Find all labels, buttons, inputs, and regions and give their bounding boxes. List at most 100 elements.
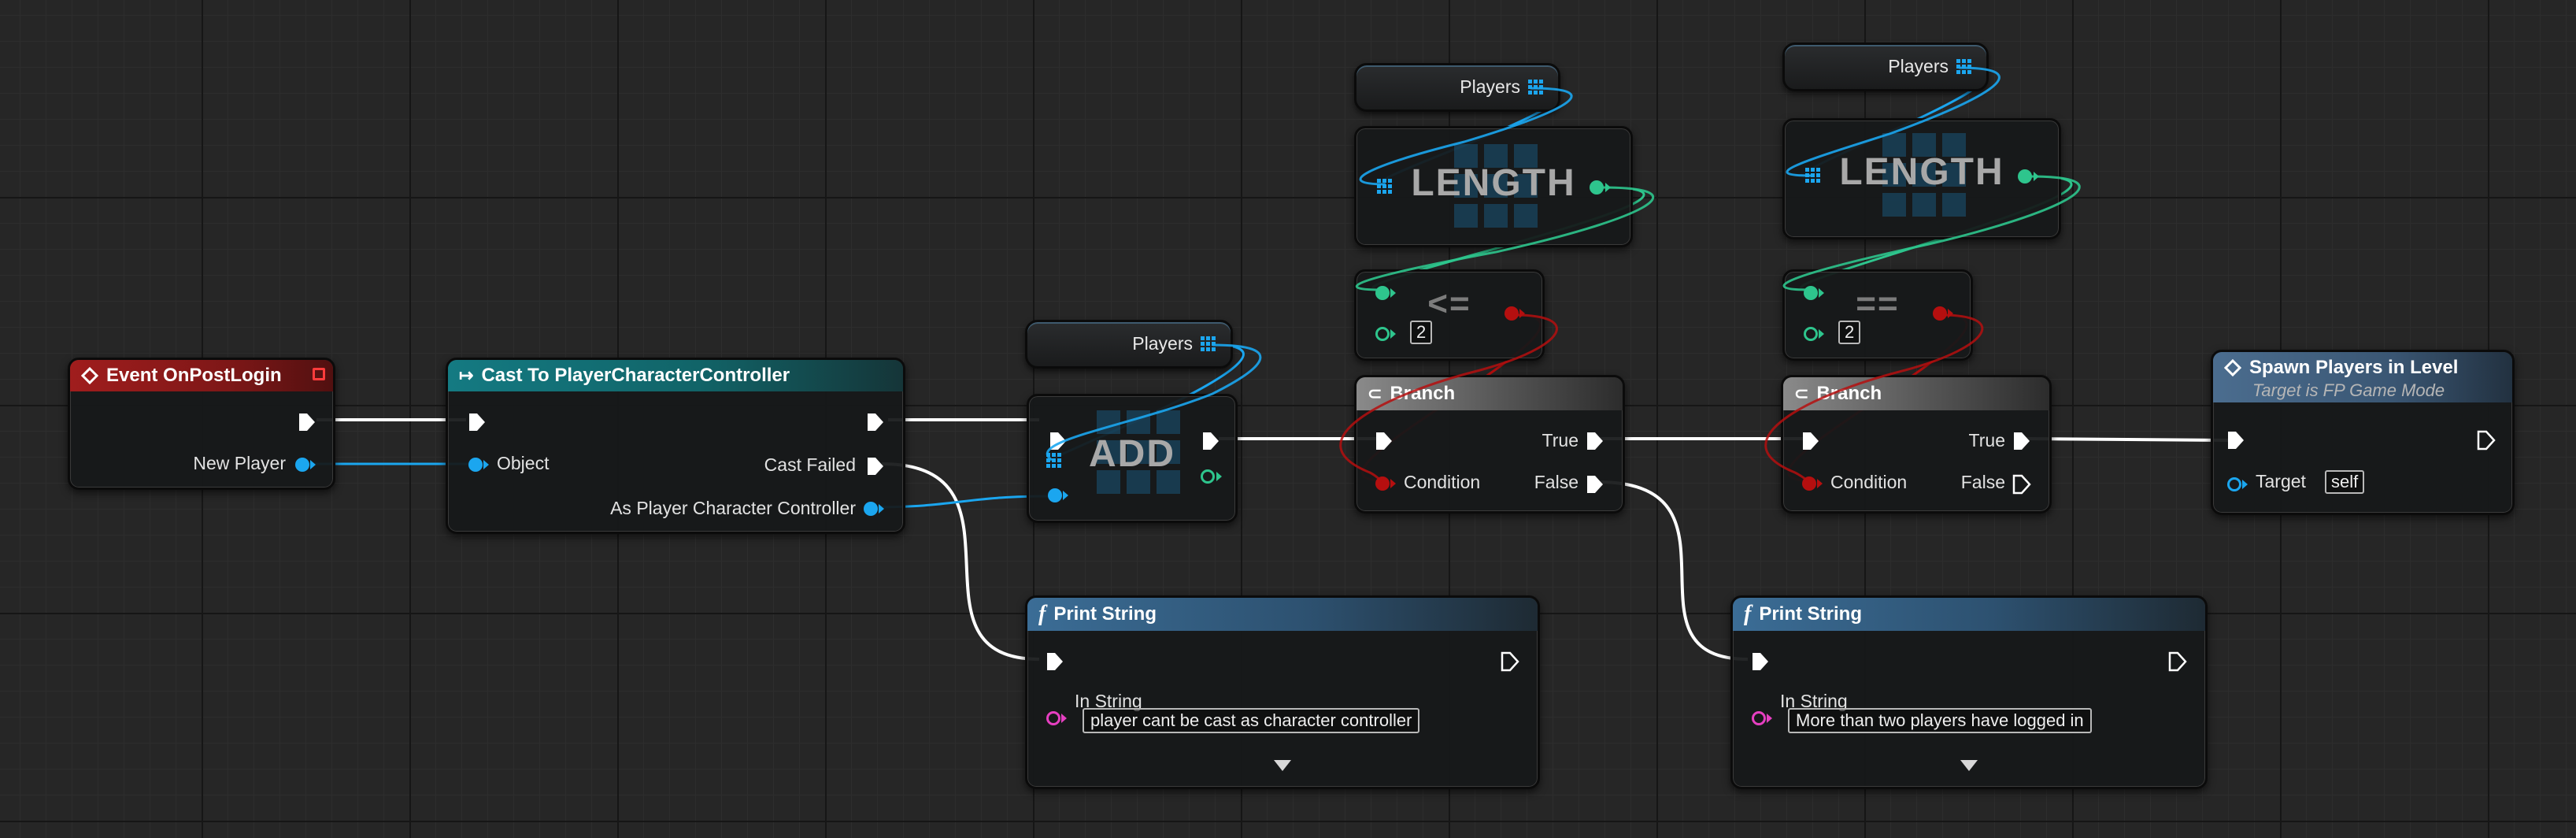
branch-node-header[interactable]: ⊂ Branch [1783,377,2049,410]
exec-in-pin[interactable] [1750,651,1771,672]
target-array-pin[interactable] [1805,168,1821,184]
exec-wire-castfailed-to-print1 [881,462,1040,661]
cast-failed-exec-pin[interactable] [865,456,886,476]
b-value-input[interactable]: 2 [1838,321,1861,344]
pin-label-as-player-character-controller: As Player Character Controller [610,498,856,518]
exec-in-pin[interactable] [1045,651,1065,672]
exec-out-pin[interactable] [2167,651,2188,672]
event-node-header[interactable]: Event OnPostLogin [70,360,333,391]
b-in-pin[interactable] [1804,327,1818,341]
in-string-arrow-icon [1061,714,1067,723]
exec-out-pin[interactable] [865,412,886,432]
in-string-arrow-icon [1767,714,1772,723]
in-string-input[interactable]: player cant be cast as character control… [1083,708,1420,733]
bool-out-pin[interactable] [1933,306,1947,321]
branch-node-2[interactable]: ⊂ Branch True Condition False [1781,375,2052,514]
as-controller-arrow-icon [879,504,884,514]
spawn-players-node[interactable]: Spawn Players in Level Target is FP Game… [2211,350,2515,515]
length-arrow-icon [2034,172,2039,181]
target-self-input[interactable]: self [2325,470,2365,494]
true-exec-pin[interactable] [1585,431,1605,451]
event-node-title: Event OnPostLogin [106,365,282,386]
new-player-arrow-icon [310,460,316,469]
a-in-pin[interactable] [1375,286,1390,300]
index-out-pin[interactable] [1201,469,1215,484]
array-length-node-1[interactable]: LENGTH [1354,126,1633,247]
a-arrow-icon [1390,288,1396,298]
length-out-pin[interactable] [1590,180,1604,195]
spawn-node-title: Spawn Players in Level [2249,357,2459,378]
exec-out-pin[interactable] [1500,651,1520,672]
exec-out-pin[interactable] [297,412,317,432]
branch-icon: ⊂ [1368,384,1382,403]
pin-label-in-string: In String [1780,691,1848,711]
print-string-title: Print String [1053,603,1157,625]
players-getter-length2[interactable]: Players [1782,43,1989,91]
condition-in-pin[interactable] [1802,476,1816,491]
array-grid-icon [1201,336,1216,352]
target-in-pin[interactable] [2227,477,2241,491]
expand-arrow-icon[interactable] [1274,760,1291,771]
new-item-arrow-icon [1063,491,1068,500]
pin-label-false: False [1960,472,2005,492]
cast-node[interactable]: ↦ Cast To PlayerCharacterController Obje… [446,358,905,534]
in-string-pin[interactable] [1752,711,1766,725]
false-exec-pin[interactable] [2012,474,2032,495]
array-grid-icon [1528,80,1544,95]
a-in-pin[interactable] [1804,286,1818,300]
new-player-out-pin[interactable] [295,458,309,472]
cast-node-header[interactable]: ↦ Cast To PlayerCharacterController [448,360,903,391]
target-array-pin[interactable] [1046,453,1062,469]
array-add-node[interactable]: ADD [1027,394,1238,523]
true-exec-pin[interactable] [2012,431,2032,451]
new-item-in-pin[interactable] [1048,488,1062,502]
length-title: LENGTH [1411,162,1576,204]
branch-node-header[interactable]: ⊂ Branch [1356,377,1623,410]
exec-in-pin[interactable] [1801,431,1821,451]
print-string-header[interactable]: f Print String [1027,598,1538,631]
pin-label-new-player: New Player [193,453,286,473]
exec-out-pin[interactable] [1201,431,1221,451]
exec-in-pin[interactable] [2226,430,2246,451]
pin-label-false: False [1534,472,1579,492]
length-arrow-icon [1605,183,1611,192]
print-string-header[interactable]: f Print String [1733,598,2205,631]
exec-out-pin[interactable] [2476,430,2496,451]
pin-label-condition: Condition [1830,472,1908,492]
object-in-pin[interactable] [468,458,483,472]
function-f-icon: f [1744,602,1752,626]
event-onpostlogin-node[interactable]: Event OnPostLogin New Player [68,358,335,490]
in-string-pin[interactable] [1046,711,1060,725]
false-exec-pin[interactable] [1585,474,1605,495]
bool-arrow-icon [1948,309,1953,318]
compare-less-equal-node[interactable]: <= 2 [1354,269,1545,361]
players-getter-add[interactable]: Players [1025,320,1233,369]
players-label: Players [1132,333,1193,354]
print-string-node-1[interactable]: f Print String In String player cant be … [1025,595,1540,789]
compare-equal-node[interactable]: == 2 [1782,269,1973,361]
exec-in-pin[interactable] [467,412,487,432]
print-string-title: Print String [1759,603,1862,625]
event-diamond-icon [81,367,98,384]
branch-node-1[interactable]: ⊂ Branch True Condition False [1354,375,1625,514]
pin-label-target: Target [2256,471,2306,491]
b-value-input[interactable]: 2 [1410,321,1433,344]
branch-title: Branch [1390,383,1456,404]
players-label: Players [1888,56,1949,76]
print-string-node-2[interactable]: f Print String In String More than two p… [1730,595,2208,789]
in-string-input[interactable]: More than two players have logged in [1788,708,2092,733]
as-controller-out-pin[interactable] [864,502,878,516]
length-out-pin[interactable] [2018,169,2032,184]
cast-arrow-icon: ↦ [459,365,474,385]
players-getter-length1[interactable]: Players [1354,63,1560,112]
condition-in-pin[interactable] [1375,476,1390,491]
spawn-node-header[interactable]: Spawn Players in Level Target is FP Game… [2213,352,2512,402]
array-length-node-2[interactable]: LENGTH [1782,118,2061,239]
b-in-pin[interactable] [1375,327,1390,341]
pin-label-condition: Condition [1404,472,1481,492]
exec-in-pin[interactable] [1374,431,1394,451]
target-array-pin[interactable] [1377,179,1393,195]
expand-arrow-icon[interactable] [1960,760,1978,771]
bool-out-pin[interactable] [1505,306,1519,321]
exec-in-pin[interactable] [1048,431,1068,451]
